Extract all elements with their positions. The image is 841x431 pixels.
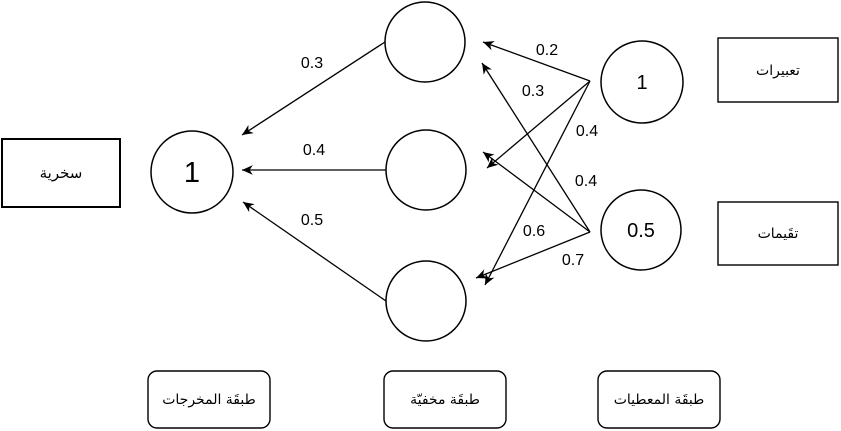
input-node-1 bbox=[600, 40, 684, 124]
expressions-box-label: تعبيرات bbox=[756, 63, 800, 79]
sarcasm-box bbox=[1, 138, 121, 208]
weight-hidden3-output: 0.5 bbox=[301, 212, 323, 229]
edge-hidden3-to-output bbox=[242, 201, 387, 302]
weight-input2-hidden3: 0.7 bbox=[562, 252, 584, 269]
hidden-node-1 bbox=[384, 1, 466, 83]
output-node bbox=[150, 130, 234, 214]
edge-input1-to-hidden1 bbox=[482, 41, 591, 82]
hidden-layer-label: طبقَة مخفيّة bbox=[410, 392, 480, 408]
hidden-layer-box bbox=[383, 370, 507, 429]
edge-input1-to-hidden3 bbox=[484, 80, 591, 286]
input-node-2 bbox=[600, 189, 682, 271]
output-layer-box bbox=[147, 370, 271, 429]
weight-input1-hidden2: 0.3 bbox=[522, 83, 544, 100]
ratings-box-label: تقَيمات bbox=[758, 226, 799, 242]
edge-input2-to-hidden2 bbox=[482, 151, 591, 233]
weight-input2-hidden2: 0.6 bbox=[523, 223, 545, 240]
hidden-node-3 bbox=[385, 260, 467, 342]
hidden-node-2 bbox=[385, 129, 467, 211]
weight-input1-hidden3: 0.4 bbox=[576, 123, 598, 140]
input-node-2-value: 0.5 bbox=[627, 220, 655, 242]
output-layer-label: طبقَة المخرجات bbox=[162, 392, 256, 408]
input-node-1-value: 1 bbox=[636, 72, 647, 94]
edge-input1-to-hidden2 bbox=[486, 80, 591, 169]
sarcasm-box-label: سخرية bbox=[40, 164, 83, 182]
expressions-box bbox=[717, 37, 839, 103]
data-layer-box bbox=[597, 370, 721, 429]
weight-input2-hidden1: 0.4 bbox=[575, 173, 597, 190]
edge-hidden1-to-output bbox=[241, 41, 386, 136]
data-layer-label: طبقَة المعطيات bbox=[614, 392, 705, 408]
weight-hidden2-output: 0.4 bbox=[303, 142, 325, 159]
weight-hidden1-output: 0.3 bbox=[301, 55, 323, 72]
edge-input2-to-hidden3 bbox=[475, 231, 591, 279]
edge-input2-to-hidden1 bbox=[481, 62, 591, 233]
output-node-value: 1 bbox=[184, 157, 200, 189]
ratings-box bbox=[717, 201, 839, 266]
weight-input1-hidden1: 0.2 bbox=[536, 42, 558, 59]
